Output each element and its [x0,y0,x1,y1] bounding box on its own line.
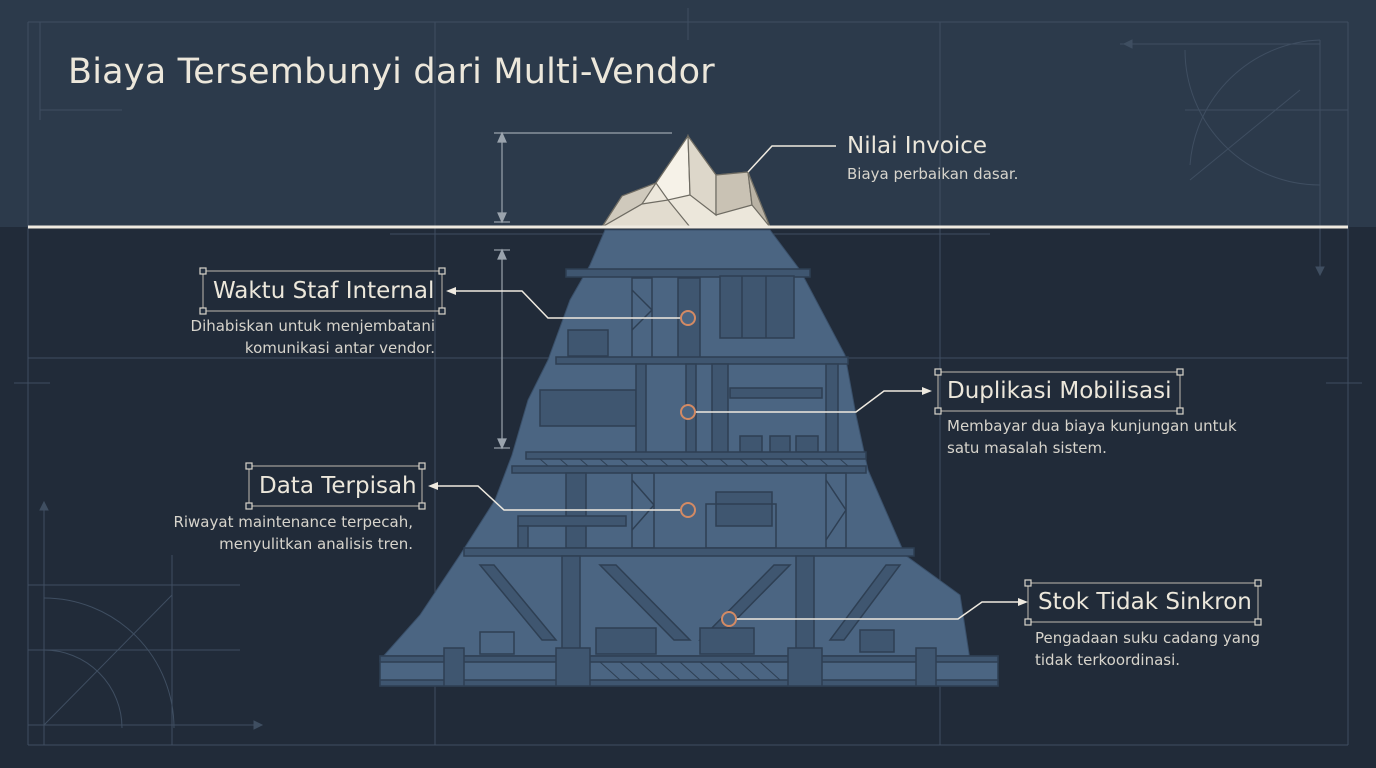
stock-description-line: tidak terkoordinasi. [1035,651,1181,669]
invoice-description-line: Biaya perbaikan dasar. [847,165,1019,183]
label-frames [202,270,1259,623]
page-title: Biaya Tersembunyi dari Multi-Vendor [68,52,715,92]
separate-data-description-line: menyulitkan analisis tren. [219,535,413,553]
arrowheads [428,287,1028,606]
iceberg-tip [599,134,771,228]
invoice-label: Nilai Invoice [847,133,988,159]
frame-corner-handles [199,267,1262,626]
mobilization-description: Membayar dua biaya kunjungan untuk satu … [947,415,1237,459]
dimension-markers [494,131,672,450]
mobilization-description-line: Membayar dua biaya kunjungan untuk [947,417,1237,435]
separate-data-description: Riwayat maintenance terpecah, menyulitka… [150,511,413,555]
mobilization-label: Duplikasi Mobilisasi [947,378,1172,404]
stock-description: Pengadaan suku cadang yang tidak terkoor… [1035,627,1260,671]
separate-data-label: Data Terpisah [259,473,417,499]
iceberg-underwater [378,229,971,661]
leader-lines [434,145,1022,620]
staff-time-description-line: Dihabiskan untuk menjembatani [190,317,435,335]
marker-circles [680,310,737,627]
invoice-description: Biaya perbaikan dasar. [847,163,1018,185]
staff-time-label: Waktu Staf Internal [213,278,435,304]
mobilization-description-line: satu masalah sistem. [947,439,1107,457]
staff-time-description: Dihabiskan untuk menjembatani komunikasi… [150,315,435,359]
staff-time-description-line: komunikasi antar vendor. [244,339,435,357]
stock-label: Stok Tidak Sinkron [1038,589,1252,615]
stock-description-line: Pengadaan suku cadang yang [1035,629,1261,647]
separate-data-description-line: Riwayat maintenance terpecah, [173,513,413,531]
